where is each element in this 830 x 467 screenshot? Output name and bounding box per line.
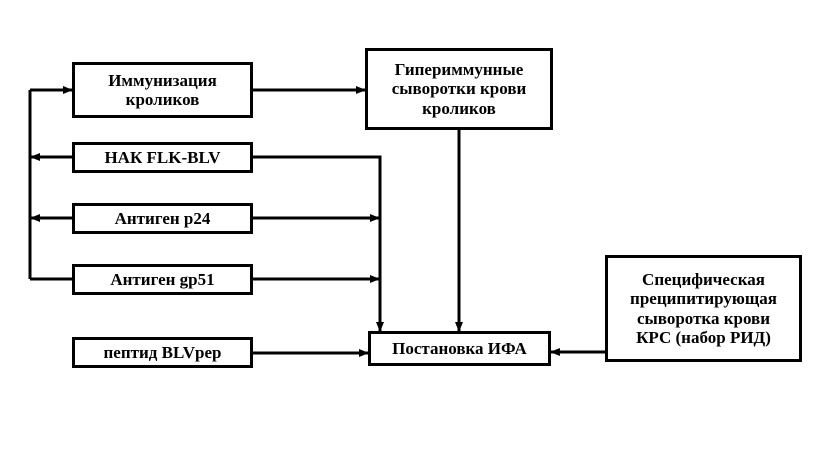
antigen-p24-box: Антиген р24 [72,203,253,234]
elisa-setup-box: Постановка ИФА [368,331,551,366]
antigen-gp51-box: Антиген gp51 [72,264,253,295]
peptide-blvpep-box: пептид BLVpep [72,337,253,368]
hyperimmune-sera-box: Гипериммунные сыворотки крови кроликов [365,48,553,130]
specific-serum-box: Специфическая преципитирующая сыворотка … [605,255,802,362]
arrow-nak-to-elisa [253,155,384,332]
nak-flk-blv-box: НАК FLK-BLV [72,142,253,173]
immunization-box: Иммунизация кроликов [72,62,253,118]
